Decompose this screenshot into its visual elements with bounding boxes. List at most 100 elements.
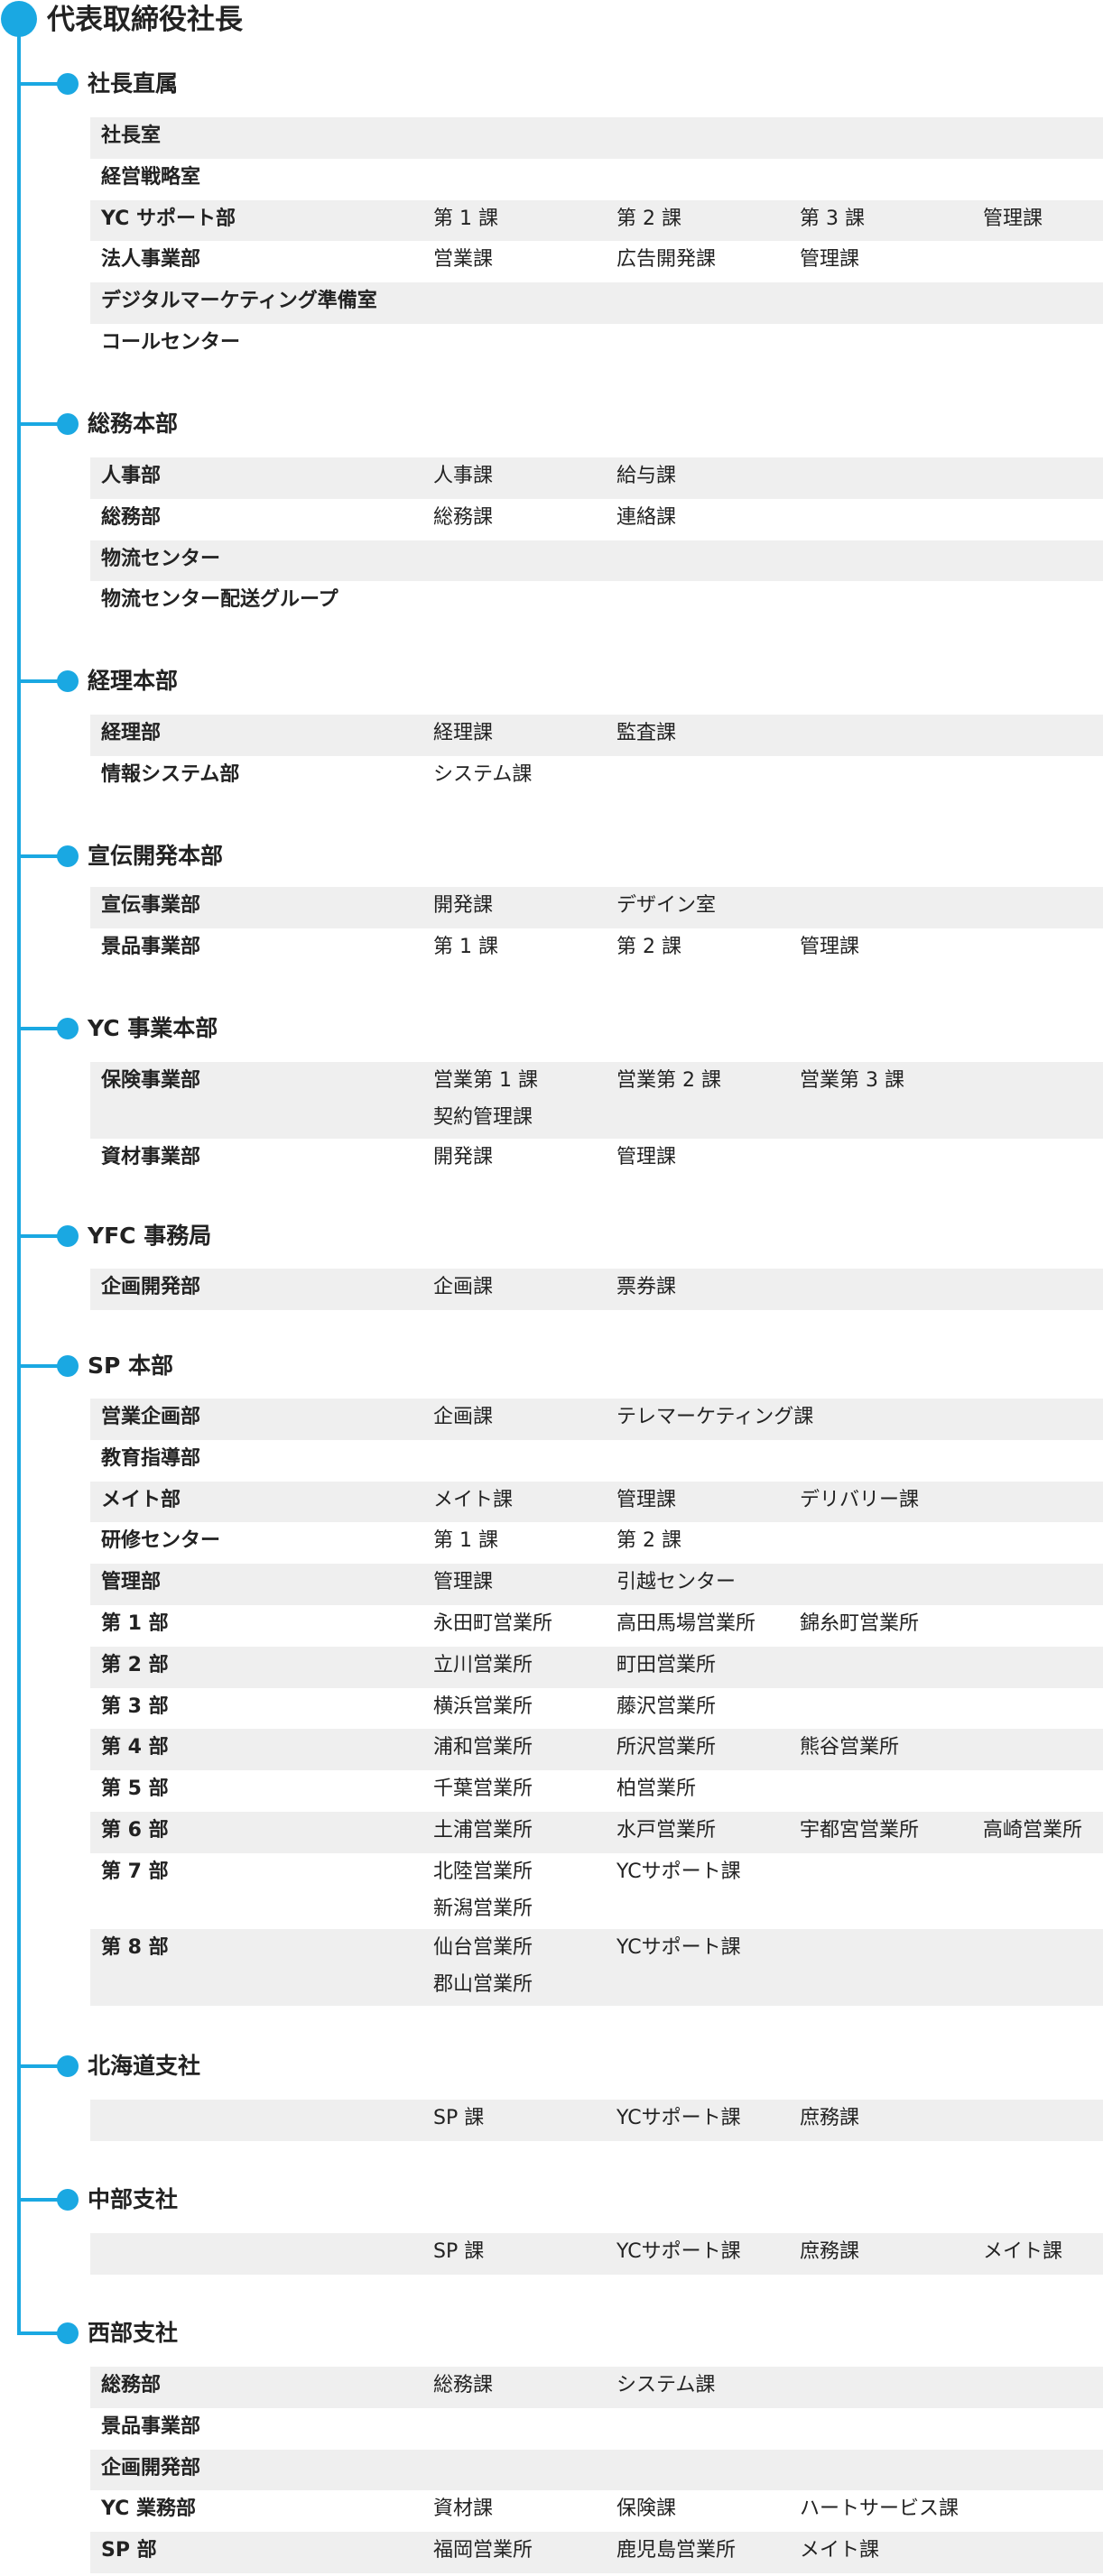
branch-node-dot [57,2322,79,2344]
department-row: 情報システム部システム課 [90,756,1103,798]
department-row: 企画開発部企画課票券課 [90,1269,1103,1310]
section-name: 営業課 [433,248,494,272]
department-name: YC 業務部 [101,2498,196,2521]
branch-title: 宣伝開発本部 [88,843,224,869]
section-name: 営業第 2 課 [616,1069,721,1092]
section-name: 仙台営業所 [433,1936,533,1960]
section-name: メイト課 [800,2539,880,2562]
department-name: YC サポート部 [101,207,236,230]
department-row: メイト部メイト課管理課デリバリー課 [90,1481,1103,1523]
branch-node-dot [57,2189,79,2211]
department-row: 経理部 経理課 監査課 [90,715,1103,756]
section-name: 千葉営業所 [433,1777,533,1801]
department-name: 企画開発部 [101,2456,201,2479]
section-name: YCサポート課 [616,1860,741,1883]
section-name: 開発課 [433,894,494,917]
section-name: 庶務課 [800,2240,860,2263]
branch-connector-line [17,854,68,858]
section-name: 町田営業所 [616,1653,717,1676]
section-name: 給与課 [616,465,677,487]
section-name: 第 3 課 [800,207,865,230]
branch-connector-line [17,2064,68,2068]
section-name: 営業第 3 課 [800,1069,904,1092]
department-name: 経理部 [101,722,162,744]
department-name: 物流センター配送グループ [101,588,338,612]
root-node-dot [1,1,37,37]
section-name: 経理課 [433,722,494,744]
branch-node-dot [57,2055,79,2077]
department-row: SP 部福岡営業所鹿児島営業所メイト課 [90,2532,1103,2573]
section-name: 第 2 課 [616,1529,681,1553]
section-name: テレマーケティング課 [616,1406,814,1428]
section-name: SP 課 [433,2240,485,2263]
section-name: メイト課 [433,1488,514,1511]
department-name: 法人事業部 [101,248,201,272]
department-name: 物流センター [101,547,221,570]
section-name: 企画課 [433,1406,494,1428]
branch-title: SP 本部 [88,1353,174,1379]
branch-title: 西部支社 [88,2320,179,2346]
department-row: 総務部総務課システム課 [90,2367,1103,2408]
department-row: 教育指導部 [90,1440,1103,1482]
section-name: 福岡営業所 [433,2539,533,2562]
section-name: 営業第 1 課 [433,1069,538,1092]
department-name: 社長室 [101,125,162,147]
department-name: 宣伝事業部 [101,894,201,917]
section-name: 横浜営業所 [433,1694,533,1718]
section-name: デザイン室 [616,894,717,917]
department-name: 第 8 部 [101,1936,169,1960]
section-name: YCサポート課 [616,1936,741,1960]
department-name: 第 6 部 [101,1819,169,1842]
section-name: 錦糸町営業所 [800,1612,920,1635]
section-name: 高田馬場営業所 [616,1612,756,1635]
department-name: 研修センター [101,1529,221,1553]
section-name: 監査課 [616,722,677,744]
section-name: 第 1 課 [433,935,498,958]
branch-connector-line [17,2198,68,2202]
org-trunk-line [17,20,21,2335]
department-row: 景品事業部 [90,2408,1103,2450]
branch-node-dot [57,845,79,867]
department-name: 総務部 [101,2374,162,2396]
branch-title: 経理本部 [88,668,179,694]
department-name: 資材事業部 [101,1145,201,1168]
department-row: 企画開発部 [90,2449,1103,2491]
department-row: 第 1 部永田町営業所高田馬場営業所錦糸町営業所 [90,1605,1103,1647]
department-row: 資材事業部開発課管理課 [90,1139,1103,1180]
department-row: 物流センター配送グループ [90,581,1103,623]
department-row: 第 2 部立川営業所町田営業所 [90,1646,1103,1688]
department-row: 保険事業部営業第 1 課営業第 2 課営業第 3 課契約管理課 [90,1062,1103,1139]
section-name: メイト課 [983,2240,1063,2263]
department-name: 第 7 部 [101,1860,169,1883]
department-name: 総務部 [101,505,162,529]
department-name: 第 4 部 [101,1736,169,1759]
section-name: SP 課 [433,2107,485,2129]
department-name: 情報システム部 [101,762,240,786]
section-name: 宇都宮営業所 [800,1819,920,1842]
section-name: 郡山営業所 [433,1973,533,1997]
section-name: 総務課 [433,505,494,529]
branch-title: 社長直属 [88,70,179,97]
root-title: 代表取締役社長 [47,4,243,36]
department-row: 総務部総務課連絡課 [90,499,1103,540]
department-name: 景品事業部 [101,2414,201,2438]
department-row: YC 業務部資材課保険課ハートサービス課 [90,2490,1103,2532]
branch-node-dot [57,1355,79,1377]
department-row: 第 6 部土浦営業所水戸営業所宇都宮営業所高崎営業所 [90,1812,1103,1853]
section-name: 票券課 [616,1276,677,1298]
department-name: 景品事業部 [101,935,201,958]
branch-node-dot [57,1018,79,1039]
section-name: ハートサービス課 [800,2498,959,2521]
section-name: 第 2 課 [616,935,681,958]
department-row: 営業企画部企画課テレマーケティング課 [90,1399,1103,1440]
section-name: 資材課 [433,2498,494,2521]
section-name: 管理課 [433,1571,494,1594]
section-name: 総務課 [433,2374,494,2396]
section-name: 広告開発課 [616,248,717,272]
department-row: 経営戦略室 [90,159,1103,200]
department-row: 宣伝事業部 開発課 デザイン室 [90,887,1103,928]
section-name: 北陸営業所 [433,1860,533,1883]
